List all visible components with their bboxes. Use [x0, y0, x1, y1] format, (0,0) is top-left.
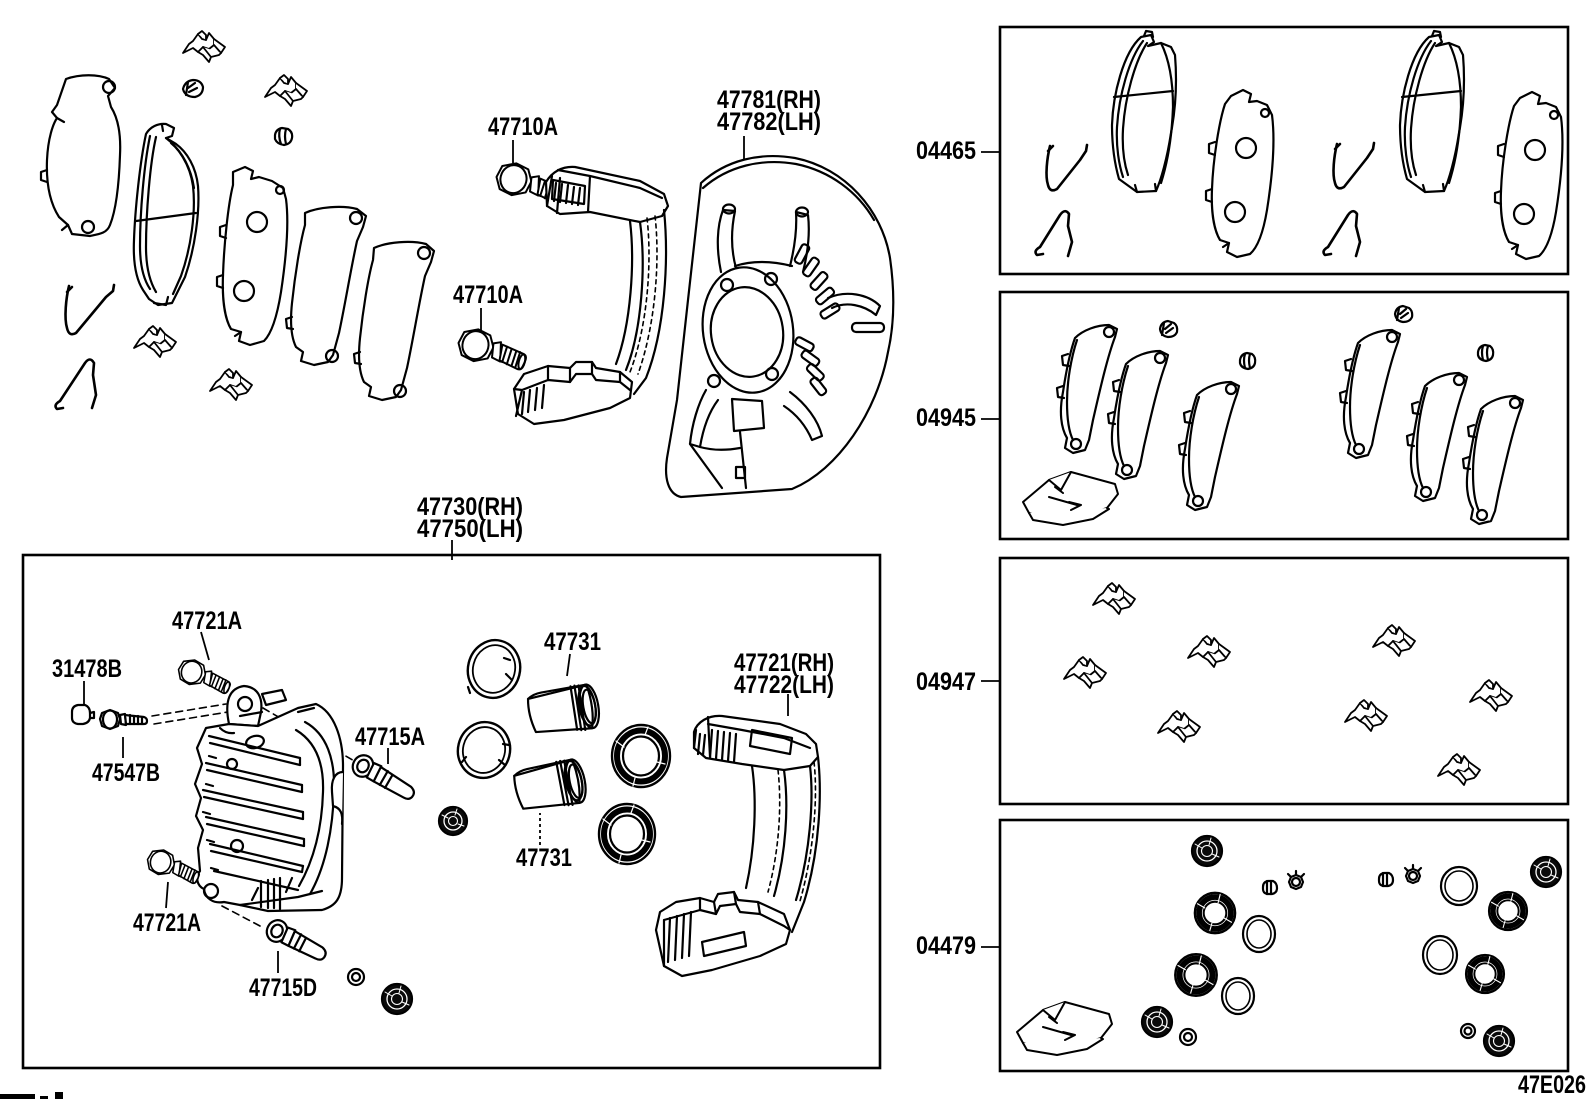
svg-text:47750(LH): 47750(LH) — [417, 515, 523, 543]
svg-text:47781(RH): 47781(RH) — [717, 86, 821, 114]
svg-text:47731: 47731 — [516, 844, 572, 872]
svg-text:47715D: 47715D — [249, 974, 317, 1002]
svg-text:04465: 04465 — [916, 137, 976, 165]
svg-text:47731: 47731 — [544, 628, 601, 656]
svg-text:47782(LH): 47782(LH) — [717, 108, 821, 136]
svg-text:47730(RH): 47730(RH) — [417, 493, 523, 521]
svg-text:04947: 04947 — [916, 668, 976, 696]
svg-text:47715A: 47715A — [355, 723, 425, 751]
svg-text:47721A: 47721A — [133, 909, 201, 937]
svg-text:47710A: 47710A — [488, 113, 558, 141]
svg-text:47721(RH): 47721(RH) — [734, 649, 834, 677]
svg-text:47721A: 47721A — [172, 607, 242, 635]
svg-text:31478B: 31478B — [52, 655, 122, 683]
svg-text:47722(LH): 47722(LH) — [734, 671, 834, 699]
svg-text:04945: 04945 — [916, 404, 976, 432]
svg-text:47710A: 47710A — [453, 281, 523, 309]
svg-text:47547B: 47547B — [92, 759, 160, 787]
svg-text:47E026: 47E026 — [1518, 1071, 1586, 1099]
svg-text:04479: 04479 — [916, 932, 976, 960]
